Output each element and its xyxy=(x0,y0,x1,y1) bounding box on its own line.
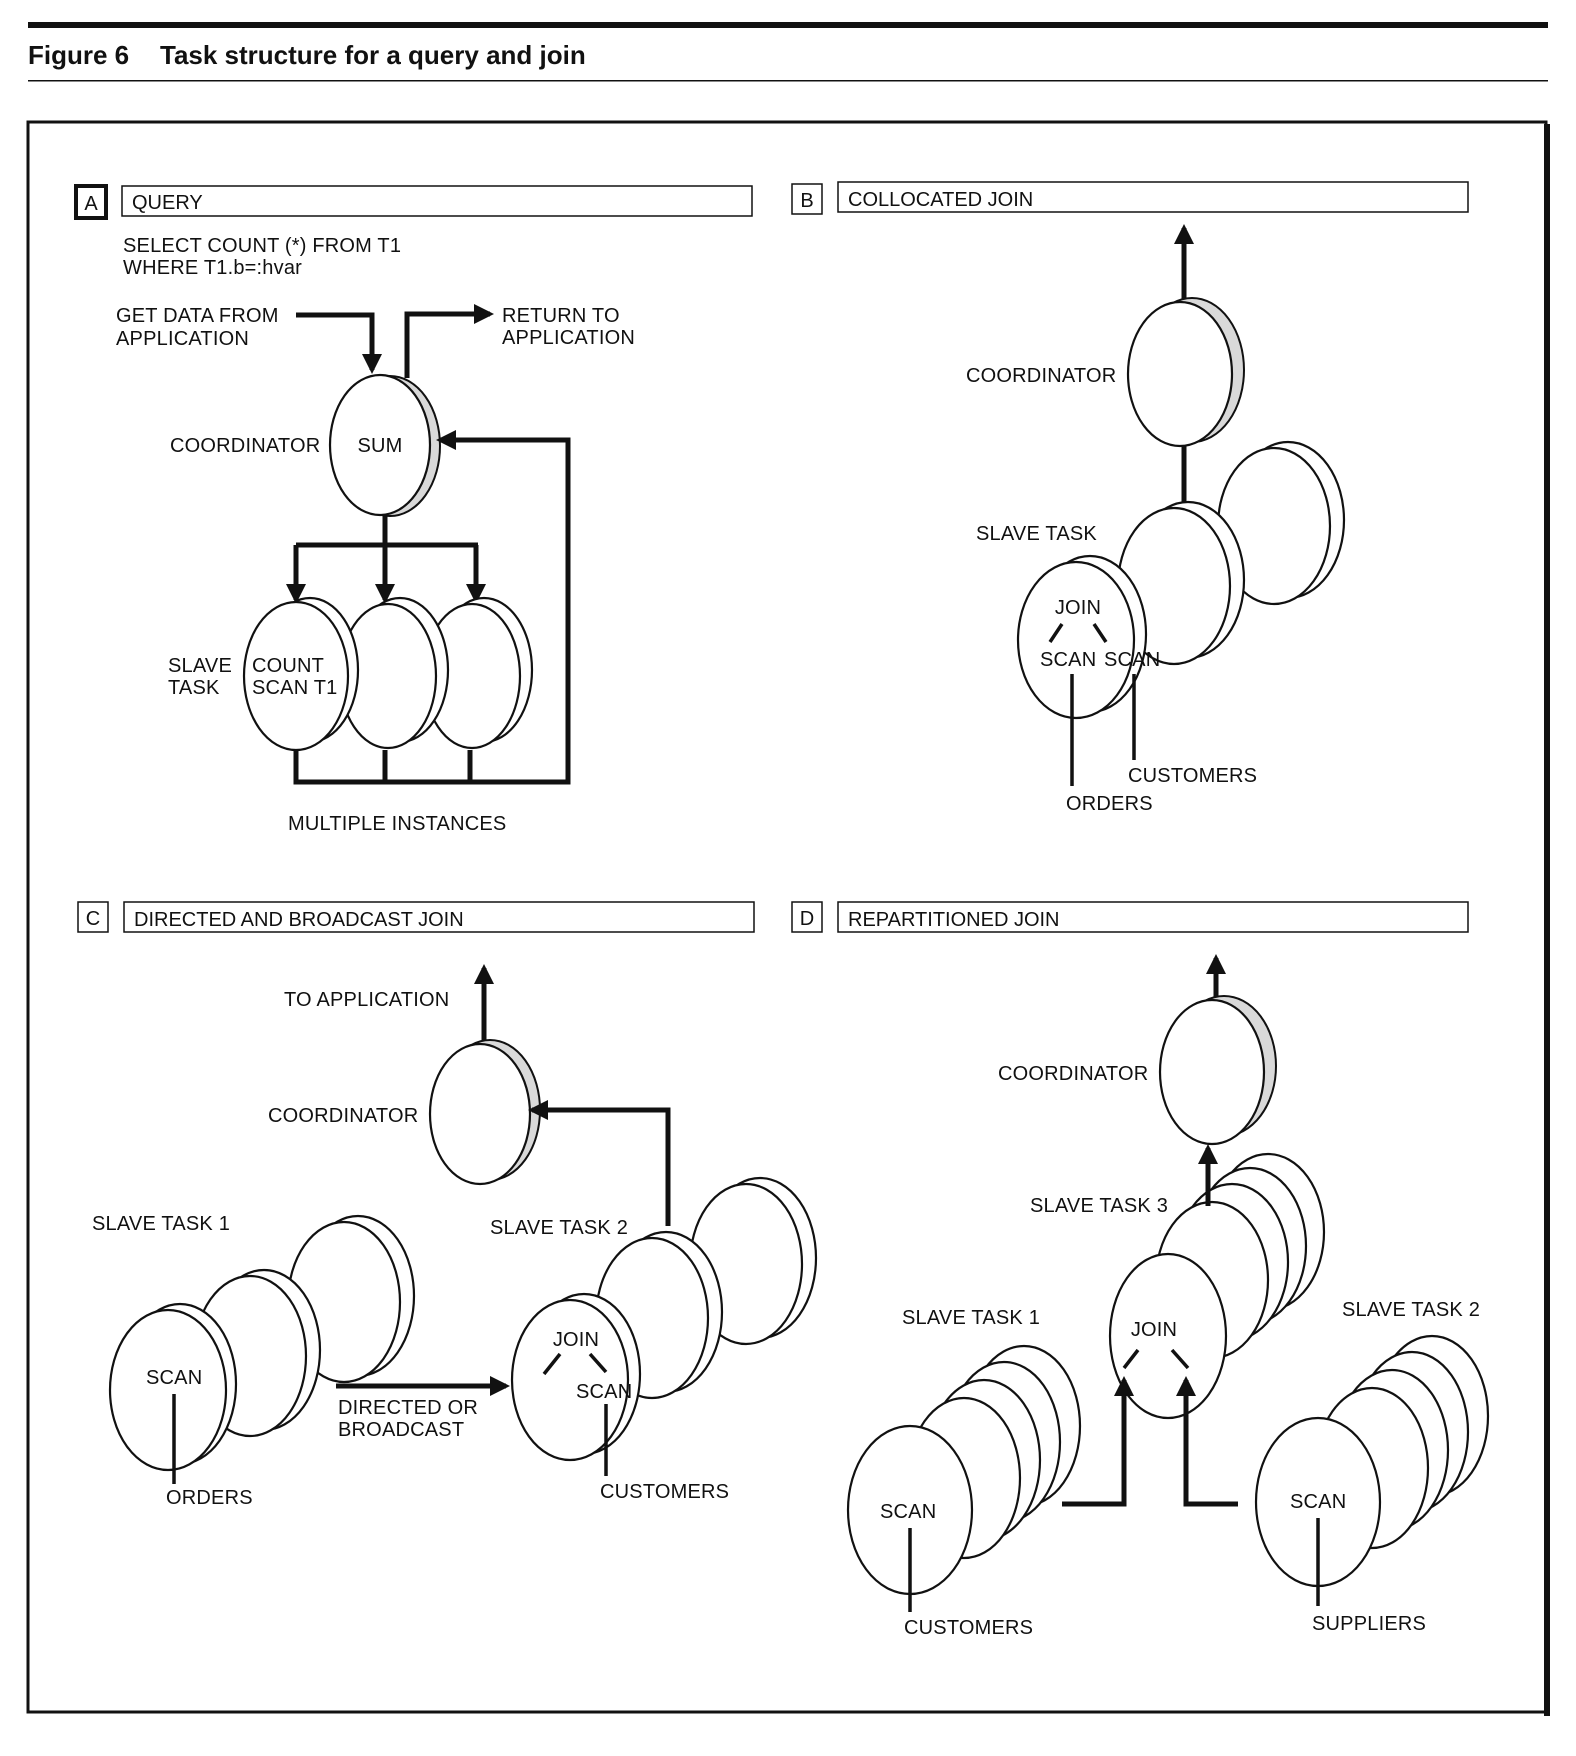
panel-c-coordinator-node xyxy=(428,1042,532,1186)
panel-d-slave-task-3: SLAVE TASK 3 xyxy=(1030,1195,1168,1217)
panel-b-collocated-join: B COLLOCATED JOIN COORDINATOR SLAVE TASK… xyxy=(791,181,1469,815)
panel-a-sql-line1: SELECT COUNT (*) FROM T1 xyxy=(123,235,401,257)
panel-d-letter-box xyxy=(791,901,823,933)
panel-c-scan-1: SCAN xyxy=(146,1367,202,1389)
panel-a-title: QUERY xyxy=(132,192,203,214)
panel-b-letter-box xyxy=(791,183,823,215)
panel-a-return-loop xyxy=(293,430,571,785)
panel-b-customers: CUSTOMERS xyxy=(1128,765,1257,787)
figure-title: Task structure for a query and join xyxy=(160,40,586,70)
panel-b-letter: B xyxy=(800,190,813,212)
panel-a-slave-label-1: SLAVE xyxy=(168,655,232,677)
frame-shadow-right xyxy=(1544,124,1550,1716)
panel-b-coordinator-node xyxy=(1126,300,1234,448)
panel-a-get-data-2: APPLICATION xyxy=(116,328,249,350)
header-bottom-rule xyxy=(28,80,1548,82)
panel-d-join: JOIN xyxy=(1131,1319,1177,1341)
panel-c-join-line-right xyxy=(588,1352,608,1374)
panel-d-repartitioned-join: D REPARTITIONED JOIN COORDINATOR SLAVE T… xyxy=(791,901,1490,1639)
panel-b-scan-right: SCAN xyxy=(1104,649,1160,671)
panel-c-customers: CUSTOMERS xyxy=(600,1481,729,1503)
panel-c-slave2-front xyxy=(510,1298,630,1462)
panel-b-orders: ORDERS xyxy=(1066,793,1153,815)
panel-d-join-line-right xyxy=(1170,1348,1190,1370)
panel-c-directed-2: BROADCAST xyxy=(338,1419,464,1441)
panel-a-return-2: APPLICATION xyxy=(502,327,635,349)
panel-b-join: JOIN xyxy=(1055,597,1101,619)
panel-d-letter: D xyxy=(800,908,814,930)
panel-c-slave-task-2: SLAVE TASK 2 xyxy=(490,1217,628,1239)
panel-c-join-line-left xyxy=(542,1352,562,1376)
panel-d-slave-task-2: SLAVE TASK 2 xyxy=(1342,1299,1480,1321)
panel-c-join: JOIN xyxy=(553,1329,599,1351)
panel-d-coordinator-label: COORDINATOR xyxy=(998,1063,1148,1085)
panel-d-join-line-left xyxy=(1122,1348,1140,1370)
panel-d-right-repartition-arrow xyxy=(1176,1376,1238,1507)
panel-c-title: DIRECTED AND BROADCAST JOIN xyxy=(134,909,464,931)
panel-a-letter-box xyxy=(74,184,108,220)
panel-d-scan-1: SCAN xyxy=(880,1501,936,1523)
panel-b-join-line-left xyxy=(1048,623,1064,643)
panel-b-scan-left: SCAN xyxy=(1040,649,1096,671)
panel-b-title-box xyxy=(837,181,1469,213)
panel-d-left-repartition-arrow xyxy=(1062,1376,1134,1507)
panel-d-slave3-front xyxy=(1108,1252,1228,1420)
panel-c-directed-1: DIRECTED OR xyxy=(338,1397,478,1419)
panel-a-coordinator-node xyxy=(328,373,432,517)
panel-a-title-box xyxy=(121,185,753,217)
header-top-rule xyxy=(28,22,1548,28)
panel-d-scan-2: SCAN xyxy=(1290,1491,1346,1513)
panel-b-slave-task-label: SLAVE TASK xyxy=(976,523,1097,545)
panel-c-result-arrow xyxy=(528,1100,671,1226)
panel-c-letter: C xyxy=(86,908,100,930)
panel-a-coordinator-label: COORDINATOR xyxy=(170,435,320,457)
panel-a-sum: SUM xyxy=(357,435,402,457)
panel-d-title: REPARTITIONED JOIN xyxy=(848,909,1060,931)
panel-a-get-data-arrow xyxy=(296,312,382,374)
panel-d-customers: CUSTOMERS xyxy=(904,1617,1033,1639)
panel-a-letter: A xyxy=(84,193,98,215)
panel-c-coordinator-label: COORDINATOR xyxy=(268,1105,418,1127)
panel-a-slave-label-2: TASK xyxy=(168,677,220,699)
panel-a-sql-line2: WHERE T1.b=:hvar xyxy=(123,257,302,279)
panel-a-multiple-instances: MULTIPLE INSTANCES xyxy=(288,813,506,835)
panel-d-suppliers: SUPPLIERS xyxy=(1312,1613,1426,1635)
panel-c-to-application: TO APPLICATION xyxy=(284,989,449,1011)
panel-c-letter-box xyxy=(77,901,109,933)
panel-c-slave1-front xyxy=(108,1308,228,1472)
panel-b-join-line-right xyxy=(1092,623,1108,643)
panel-c-scan-2: SCAN xyxy=(576,1381,632,1403)
figure-number: Figure 6 xyxy=(28,40,129,70)
panel-c-slave-task-1: SLAVE TASK 1 xyxy=(92,1213,230,1235)
panel-c-directed-broadcast-join: C DIRECTED AND BROADCAST JOIN TO APPLICA… xyxy=(77,901,818,1509)
panel-c-title-box xyxy=(123,901,755,933)
panel-a-scan-t1: SCAN T1 xyxy=(252,677,338,699)
panel-b-slave-front xyxy=(1016,560,1136,720)
panel-a-return-arrow xyxy=(404,304,494,378)
panel-c-orders: ORDERS xyxy=(166,1487,253,1509)
panel-b-coordinator-label: COORDINATOR xyxy=(966,365,1116,387)
panel-d-coordinator-node xyxy=(1158,998,1266,1146)
panel-d-slave-task-1: SLAVE TASK 1 xyxy=(902,1307,1040,1329)
panel-a-query: A QUERY SELECT COUNT (*) FROM T1 WHERE T… xyxy=(74,184,753,835)
panel-a-get-data-1: GET DATA FROM xyxy=(116,305,279,327)
panel-d-title-box xyxy=(837,901,1469,933)
panel-a-count: COUNT xyxy=(252,655,324,677)
panel-a-return-1: RETURN TO xyxy=(502,305,620,327)
panel-b-title: COLLOCATED JOIN xyxy=(848,189,1033,211)
